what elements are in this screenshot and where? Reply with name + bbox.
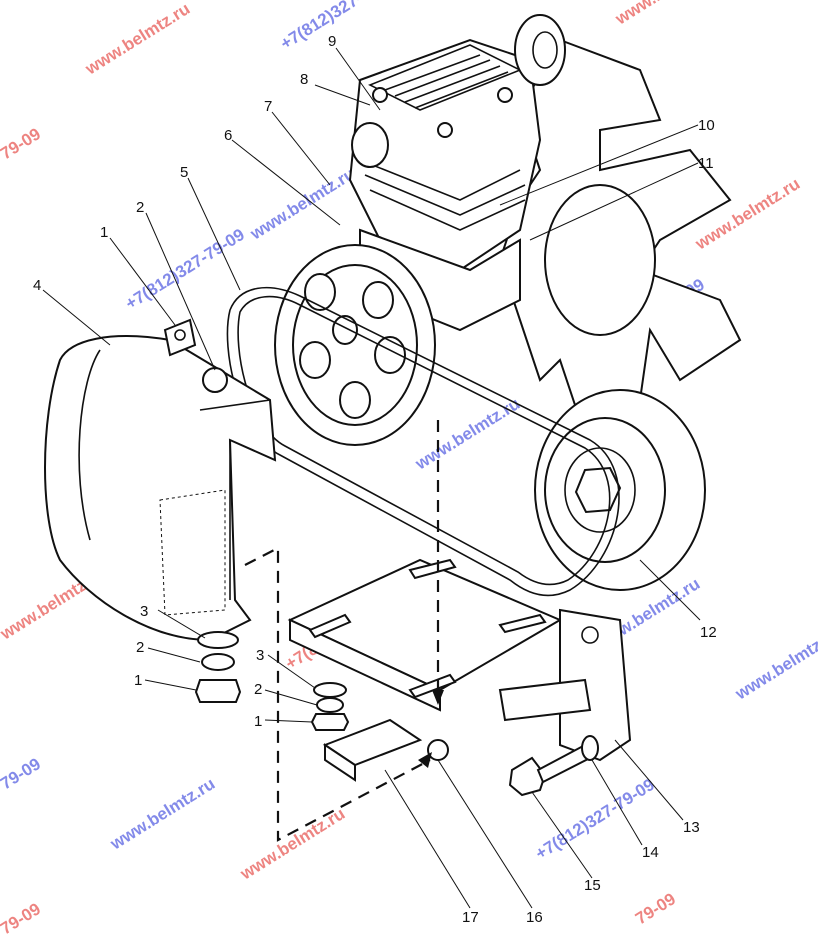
watermark-phone-tail: 79-09: [0, 899, 44, 938]
callout-2-middle: 2: [254, 681, 262, 698]
tension-bolt: [508, 735, 599, 797]
callout-5: 5: [180, 164, 188, 181]
callout-1-left: 1: [134, 672, 142, 689]
callout-2: 2: [136, 199, 144, 216]
callout-16: 16: [526, 909, 543, 926]
callout-17: 17: [462, 909, 479, 926]
watermark-phone-tail: 79-09: [632, 889, 679, 928]
callout-14: 14: [642, 844, 659, 861]
callout-6: 6: [224, 127, 232, 144]
callout-8: 8: [300, 71, 308, 88]
belt-guard: [44, 318, 277, 642]
watermark-site: www.belmtz.ru: [411, 394, 523, 474]
fan: [498, 38, 742, 422]
watermark-phone: +7(812)327-79-09: [122, 225, 248, 313]
fastener-stack-left: [194, 631, 242, 703]
fastener-stack-middle: [310, 682, 350, 731]
leader-lines: [42, 47, 701, 909]
watermark-site: www.belmtz.ru: [106, 774, 218, 854]
watermark-phone-tail: 79-09: [0, 754, 44, 793]
callout-10: 10: [698, 117, 715, 134]
watermark-site: www.belmtz.ru: [731, 624, 818, 704]
callout-15: 15: [584, 877, 601, 894]
callout-1: 1: [100, 224, 108, 241]
mounting-bracket: [287, 558, 632, 762]
callout-2-left: 2: [136, 639, 144, 656]
callout-9: 9: [328, 33, 336, 50]
crankshaft-pulley: [534, 389, 706, 591]
watermark-site: www.belmtz.ru: [246, 164, 358, 244]
compressor-pulley: [274, 244, 436, 446]
callout-3-left: 3: [140, 603, 148, 620]
callout-4: 4: [33, 277, 41, 294]
callout-7: 7: [264, 98, 272, 115]
watermark-phone-tail: 79-09: [0, 124, 44, 163]
watermark-site: www.belmtz.ru: [611, 0, 723, 29]
callout-11: 11: [698, 155, 714, 172]
watermark-site: www.belmtz.ru: [236, 804, 348, 884]
watermark-phone: +7(812)327-79-09: [277, 0, 403, 53]
callout-12: 12: [700, 624, 717, 641]
callout-labels: 1 2 4 5 6 7 8 9 10 11 12 3 2 1 3 2 1 13 …: [33, 33, 717, 926]
callout-1-middle: 1: [254, 713, 262, 730]
callout-13: 13: [683, 819, 700, 836]
watermark-site: www.belmtz.ru: [81, 0, 193, 79]
callout-3-middle: 3: [256, 647, 264, 664]
small-bracket: [322, 718, 449, 782]
